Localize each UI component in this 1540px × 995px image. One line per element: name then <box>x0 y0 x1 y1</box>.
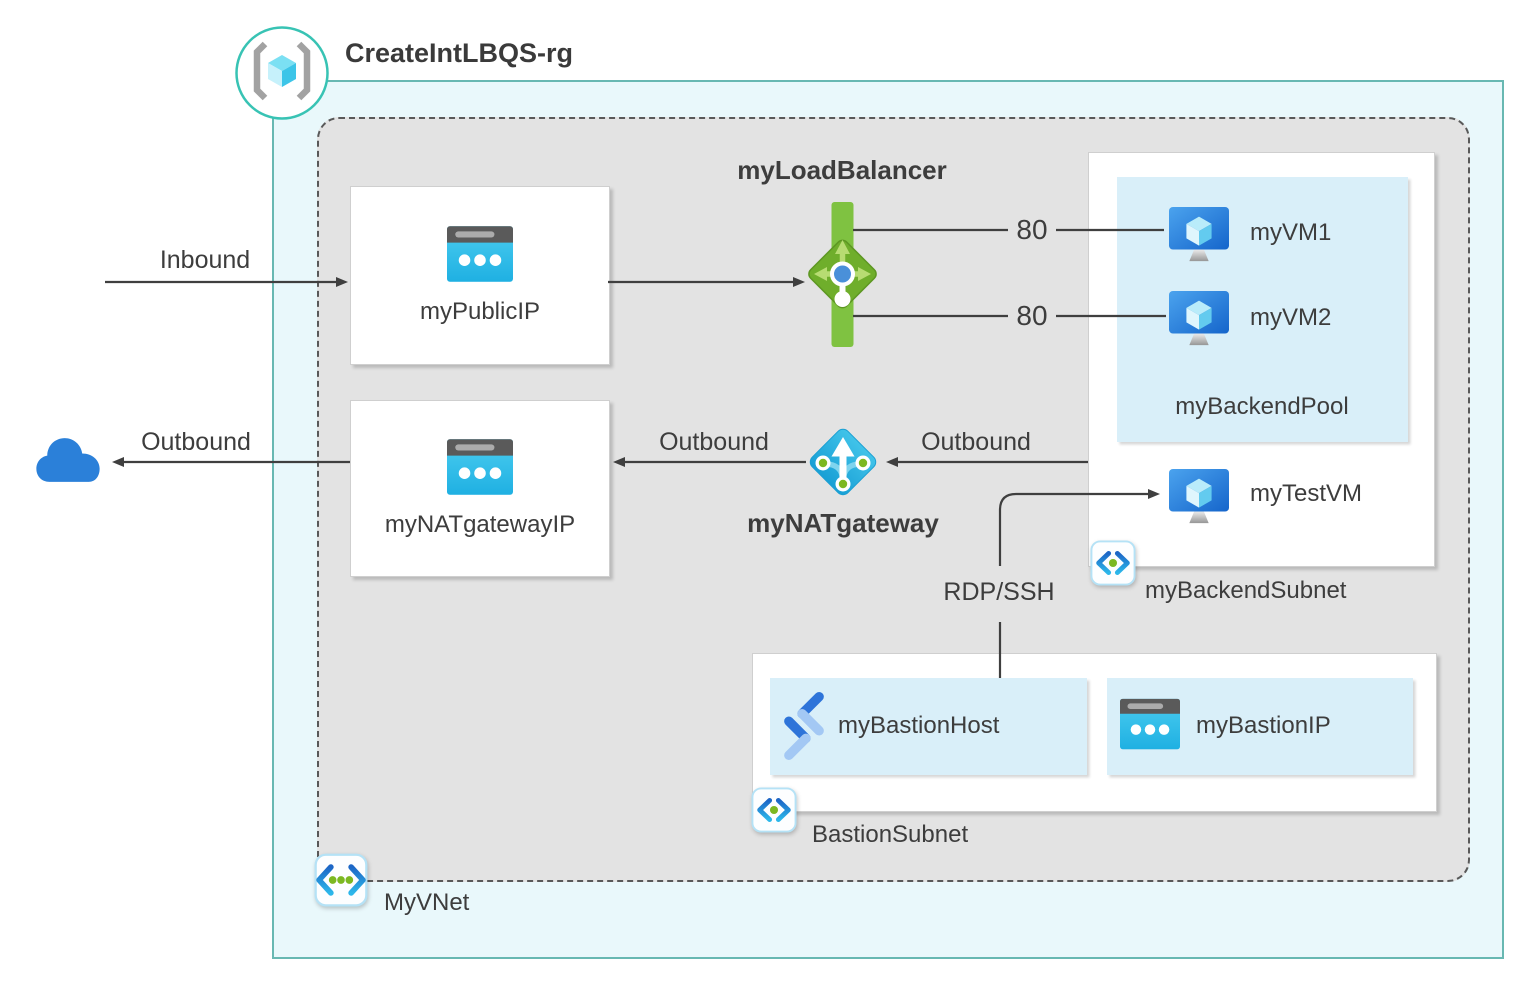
virtual-machine-icon <box>1168 206 1230 266</box>
bastion-icon <box>781 691 827 761</box>
vm1-label: myVM1 <box>1250 219 1332 246</box>
nat-gateway-label: myNATgateway <box>747 508 939 538</box>
vm2-label: myVM2 <box>1250 304 1332 331</box>
backend-subnet-label: myBackendSubnet <box>1145 577 1347 604</box>
bastion-subnet-label: BastionSubnet <box>812 821 969 848</box>
cloud-icon <box>34 436 102 484</box>
public-ip-card: myPublicIP <box>350 186 610 365</box>
backend-pool-label: myBackendPool <box>1175 393 1349 420</box>
vnet-label: MyVNet <box>384 889 470 916</box>
backend-pool-box <box>1117 177 1408 442</box>
resource-group-icon <box>235 26 329 120</box>
public-ip-label: myPublicIP <box>419 297 541 325</box>
load-balancer-label: myLoadBalancer <box>737 155 947 185</box>
port-top-label: 80 <box>1016 214 1048 245</box>
port-bottom-label: 80 <box>1016 300 1048 331</box>
virtual-machine-icon <box>1168 468 1230 528</box>
public-ip-icon <box>1120 698 1180 750</box>
bastion-ip-label: myBastionIP <box>1196 712 1331 739</box>
rdp-ssh-label: RDP/SSH <box>943 578 1055 606</box>
nat-gateway-ip-card: myNATgatewayIP <box>350 400 610 577</box>
subnet-icon <box>751 787 797 833</box>
outbound-internet-label: Outbound <box>141 428 251 456</box>
outbound-backend-label: Outbound <box>921 428 1031 456</box>
public-ip-icon <box>447 226 513 282</box>
load-balancer-icon <box>808 202 877 347</box>
public-ip-icon <box>447 439 513 495</box>
test-vm-label: myTestVM <box>1250 480 1363 507</box>
nat-gateway-ip-label: myNATgatewayIP <box>384 510 576 538</box>
subnet-icon <box>1090 540 1136 586</box>
inbound-label: Inbound <box>159 246 251 274</box>
bastion-host-label: myBastionHost <box>838 712 1000 739</box>
virtual-network-icon <box>314 853 368 907</box>
resource-group-title: CreateIntLBQS-rg <box>345 38 574 68</box>
nat-gateway-icon <box>809 428 877 496</box>
virtual-machine-icon <box>1168 290 1230 350</box>
outbound-nat-label: Outbound <box>659 428 769 456</box>
